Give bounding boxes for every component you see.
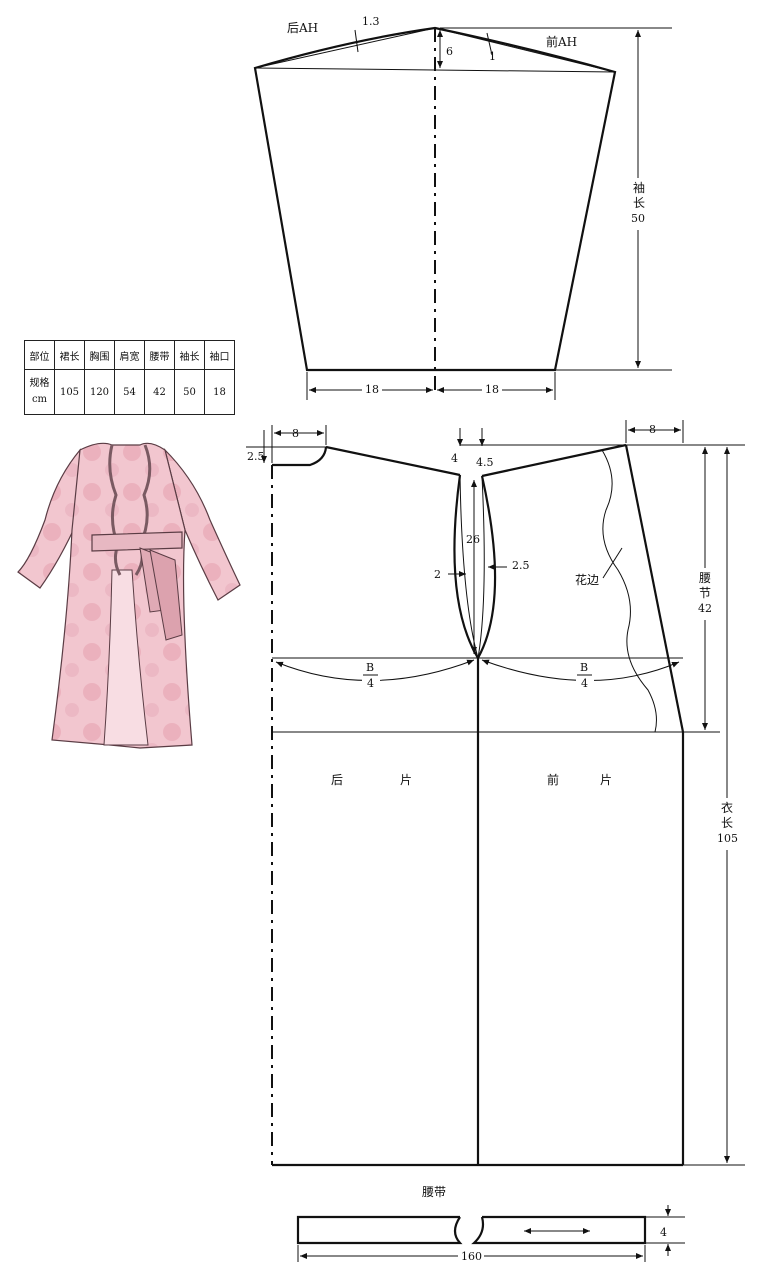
body-pattern: 26 2 2.5 花边 8 2.5 8 4 4.5 B 4 — [246, 420, 746, 1167]
spec-value-bust: 120 — [84, 369, 115, 415]
belt-length-label: 160 — [461, 1250, 482, 1263]
dart-left-label: 2 — [434, 568, 441, 581]
shoulder-offset-label: 4.5 — [476, 456, 494, 469]
spec-value-sleeve: 50 — [174, 369, 205, 415]
sleeve-length-label-2: 长 — [633, 196, 645, 210]
garment-length-label-1: 衣 — [721, 800, 733, 815]
dart-inner-right — [477, 475, 485, 659]
spec-header-row: 部位 裙长 胸围 肩宽 腰带 袖长 袖口 — [24, 340, 235, 370]
spec-value-cuff: 18 — [204, 369, 235, 415]
spec-value-length: 105 — [54, 369, 85, 415]
robe-left-sleeve — [17, 448, 81, 589]
back-neck-width-label: 8 — [292, 427, 299, 440]
front-edge-line — [624, 444, 685, 733]
garment-length-label-bg — [716, 798, 746, 850]
sleeve-length-label-1: 袖 — [633, 180, 645, 195]
spec-header-sleeve: 袖长 — [174, 340, 205, 370]
spec-header-part: 部位 — [24, 340, 55, 370]
lace-label: 花边 — [575, 572, 599, 587]
sleeve-back-ease-label: 1.3 — [362, 15, 380, 28]
shoulder-drop-label: 4 — [451, 452, 458, 465]
front-neck-width-label: 8 — [649, 423, 656, 436]
sleeve-front-ease-label: 1 — [489, 50, 496, 63]
sleeve-pattern: 后AH 1.3 前AH 1 6 袖 长 50 18 18 — [253, 15, 672, 400]
belt-length-label-bg — [458, 1248, 484, 1262]
belt-right-piece — [471, 1215, 647, 1245]
belt-pattern: 腰带 4 160 — [296, 1185, 685, 1263]
cuff-left-label: 18 — [365, 383, 379, 396]
lace-line — [601, 449, 657, 733]
waist-label-bg — [696, 568, 716, 620]
front-piece-label-2: 片 — [600, 773, 612, 787]
garment-length-label-2: 长 — [721, 816, 733, 830]
cuff-right-label-bg — [482, 382, 502, 396]
sleeve-length-label-3: 50 — [631, 212, 645, 225]
spec-row-label-2: cm — [31, 394, 48, 405]
sleeve-front-ease-tick — [486, 32, 493, 56]
bust-left-num: B — [366, 661, 374, 674]
sleeve-back-ah-line — [254, 27, 436, 69]
front-piece-label-1: 前 — [547, 772, 559, 787]
front-shoulder-line — [481, 443, 627, 478]
dart-right-leg — [477, 475, 497, 659]
back-piece-label-1: 后 — [331, 773, 343, 787]
belt-title: 腰带 — [422, 1185, 446, 1199]
spec-header-belt: 腰带 — [144, 340, 175, 370]
sleeve-back-ease-tick — [354, 29, 359, 53]
lace-leader — [602, 547, 623, 579]
sleeve-front-ah-line — [434, 27, 616, 73]
back-shoulder-line — [325, 445, 461, 477]
spec-row-label-1: 规格 — [29, 378, 50, 389]
robe-right-sleeve — [163, 448, 241, 601]
waist-label-2: 节 — [699, 586, 711, 600]
bust-right-den: 4 — [581, 677, 588, 690]
spec-row-label: 规格 cm — [24, 369, 55, 415]
robe-inner-panel — [103, 569, 149, 746]
belt-width-label: 4 — [660, 1226, 667, 1239]
sleeve-front-ah-label: 前AH — [546, 34, 577, 49]
dart-right-label: 2.5 — [512, 559, 530, 572]
bust-left-den: 4 — [367, 677, 374, 690]
sleeve-back-ah-label: 后AH — [287, 21, 318, 35]
cuff-left-label-bg — [362, 382, 382, 396]
robe-lace-left — [108, 444, 122, 576]
robe-belt — [91, 531, 183, 552]
back-neck-depth-label: 2.5 — [247, 450, 265, 463]
dart-inner-left — [459, 474, 479, 659]
back-neckline — [272, 446, 328, 467]
dart-left-leg — [453, 474, 479, 659]
robe-belt-tail-2 — [149, 549, 183, 641]
back-piece-label-2: 片 — [400, 773, 412, 787]
waist-label-1: 腰 — [699, 571, 711, 585]
bust-right-num: B — [580, 661, 588, 674]
dart-length-label: 26 — [466, 533, 480, 546]
sleeve-cap-height-label: 6 — [446, 45, 453, 58]
waist-label-3: 42 — [698, 602, 712, 615]
belt-left-piece — [296, 1215, 463, 1245]
sleeve-length-label-bg — [630, 178, 648, 230]
cuff-right-label: 18 — [485, 383, 499, 396]
garment-length-label-3: 105 — [717, 832, 738, 845]
robe-illustration — [17, 442, 241, 749]
